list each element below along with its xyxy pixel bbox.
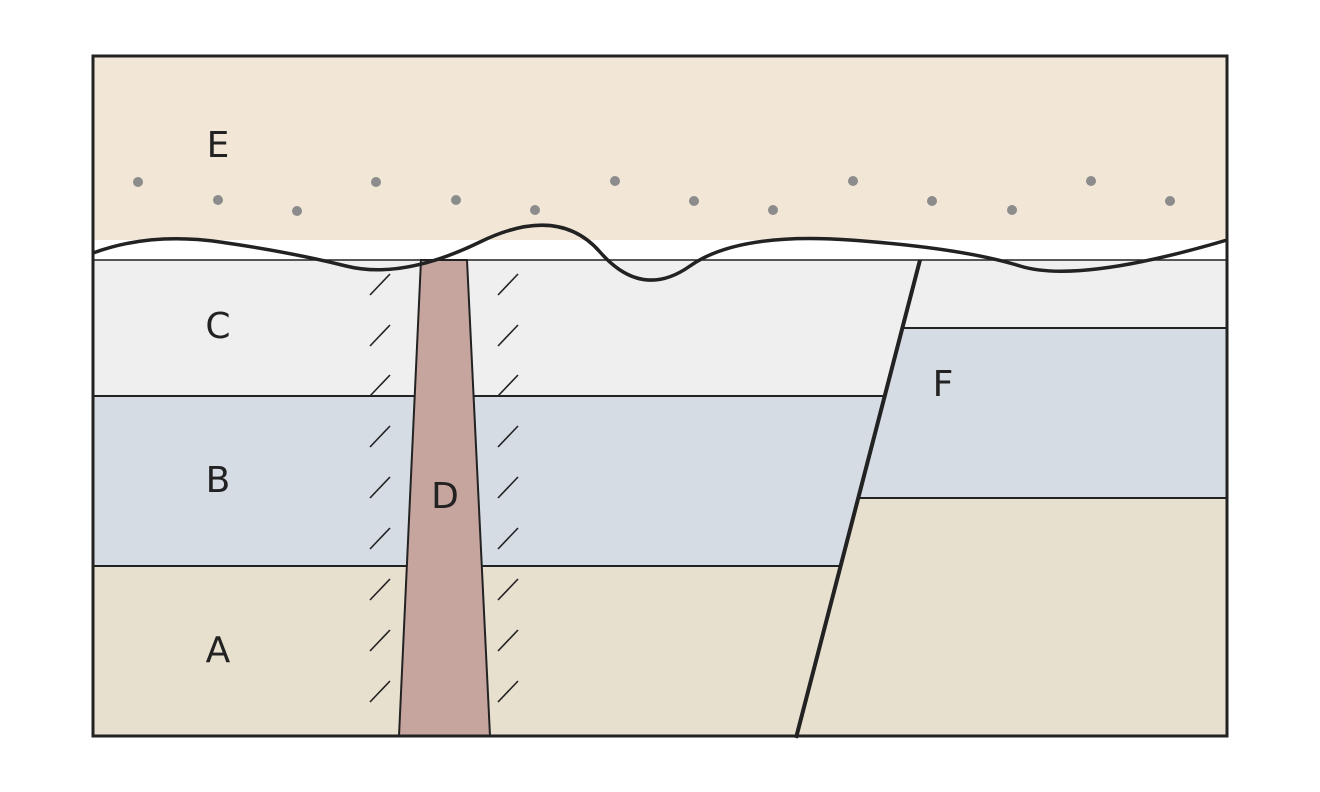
gap-strip: [93, 240, 1227, 260]
fault-f: [794, 259, 922, 739]
label-a: A: [206, 630, 231, 671]
label-c: C: [205, 306, 230, 347]
label-d: D: [431, 476, 459, 517]
layer-e: [93, 56, 1227, 266]
label-f: F: [933, 364, 954, 405]
layer-c-left: [93, 260, 920, 396]
sediment-dots: [133, 176, 1175, 216]
unconformity-line: [92, 223, 1228, 282]
diagram-frame: [91, 54, 1229, 738]
layer-b-left: [93, 396, 883, 566]
layer-a-right: [796, 498, 1227, 736]
contact-lines: [93, 259, 1227, 567]
contact-metamorphism-hatches: [369, 273, 519, 703]
layer-b-right: [859, 328, 1227, 498]
layer-c-right: [903, 260, 1227, 328]
label-b: B: [206, 460, 231, 501]
label-e: E: [207, 125, 230, 166]
